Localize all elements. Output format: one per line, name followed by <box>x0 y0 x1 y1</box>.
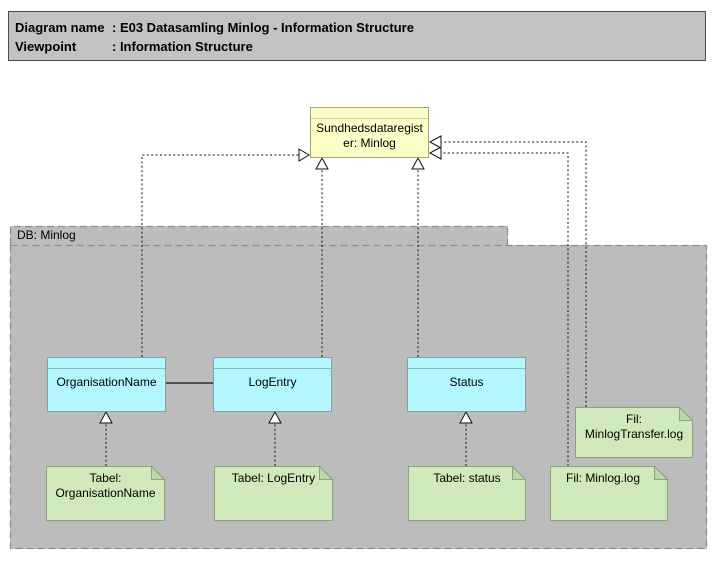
artifact-label: Fil: Minlog.log <box>565 471 641 485</box>
artifact-label: Fil: MinlogTransfer.log <box>584 412 684 441</box>
data-object-header-strip <box>214 358 331 369</box>
note-shape <box>408 466 526 521</box>
artifact-tabel-organisationname[interactable]: Tabel: OrganisationName <box>46 466 165 521</box>
artifact-tabel-status[interactable]: Tabel: status <box>408 466 526 521</box>
viewpoint-label: Viewpoint <box>15 39 77 54</box>
artifact-label: Tabel: status <box>433 471 501 485</box>
group-db-minlog-label: DB: Minlog <box>17 228 76 242</box>
artifact-label: Tabel: OrganisationName <box>55 471 156 500</box>
artifact-tabel-logentry[interactable]: Tabel: LogEntry <box>214 466 333 521</box>
title-row-viewpoint: Viewpoint : Information Structure <box>9 37 705 56</box>
note-shape <box>550 466 668 521</box>
data-object-label: OrganisationName <box>56 375 157 389</box>
data-object-label: LogEntry <box>248 375 297 389</box>
data-object-header-strip <box>48 358 165 369</box>
diagram-name-value: : E03 Datasamling Minlog - Information S… <box>112 20 414 35</box>
business-object-label: Sundhedsdataregister: Minlog <box>316 121 423 150</box>
title-block: Diagram name : E03 Datasamling Minlog - … <box>8 11 706 61</box>
artifact-fil-minlogtransfer-log[interactable]: Fil: MinlogTransfer.log <box>575 407 693 458</box>
data-object-logentry[interactable]: LogEntry <box>213 357 332 412</box>
note-shape <box>46 466 165 521</box>
diagram-name-label: Diagram name <box>15 20 105 35</box>
data-object-header-strip <box>408 358 525 369</box>
artifact-label: Tabel: LogEntry <box>231 471 316 485</box>
group-db-minlog-tab[interactable]: DB: Minlog <box>10 226 508 245</box>
data-object-label: Status <box>449 375 484 389</box>
note-shape <box>575 407 693 458</box>
title-row-diagram-name: Diagram name : E03 Datasamling Minlog - … <box>9 18 705 37</box>
data-object-organisationname[interactable]: OrganisationName <box>47 357 166 412</box>
data-object-status[interactable]: Status <box>407 357 526 412</box>
artifact-fil-minlog-log[interactable]: Fil: Minlog.log <box>550 466 668 521</box>
viewpoint-value: : Information Structure <box>112 39 253 54</box>
business-object-sundhedsdataregister-minlog[interactable]: Sundhedsdataregister: Minlog <box>310 107 429 158</box>
note-shape <box>214 466 333 521</box>
business-object-header-strip <box>311 108 428 119</box>
